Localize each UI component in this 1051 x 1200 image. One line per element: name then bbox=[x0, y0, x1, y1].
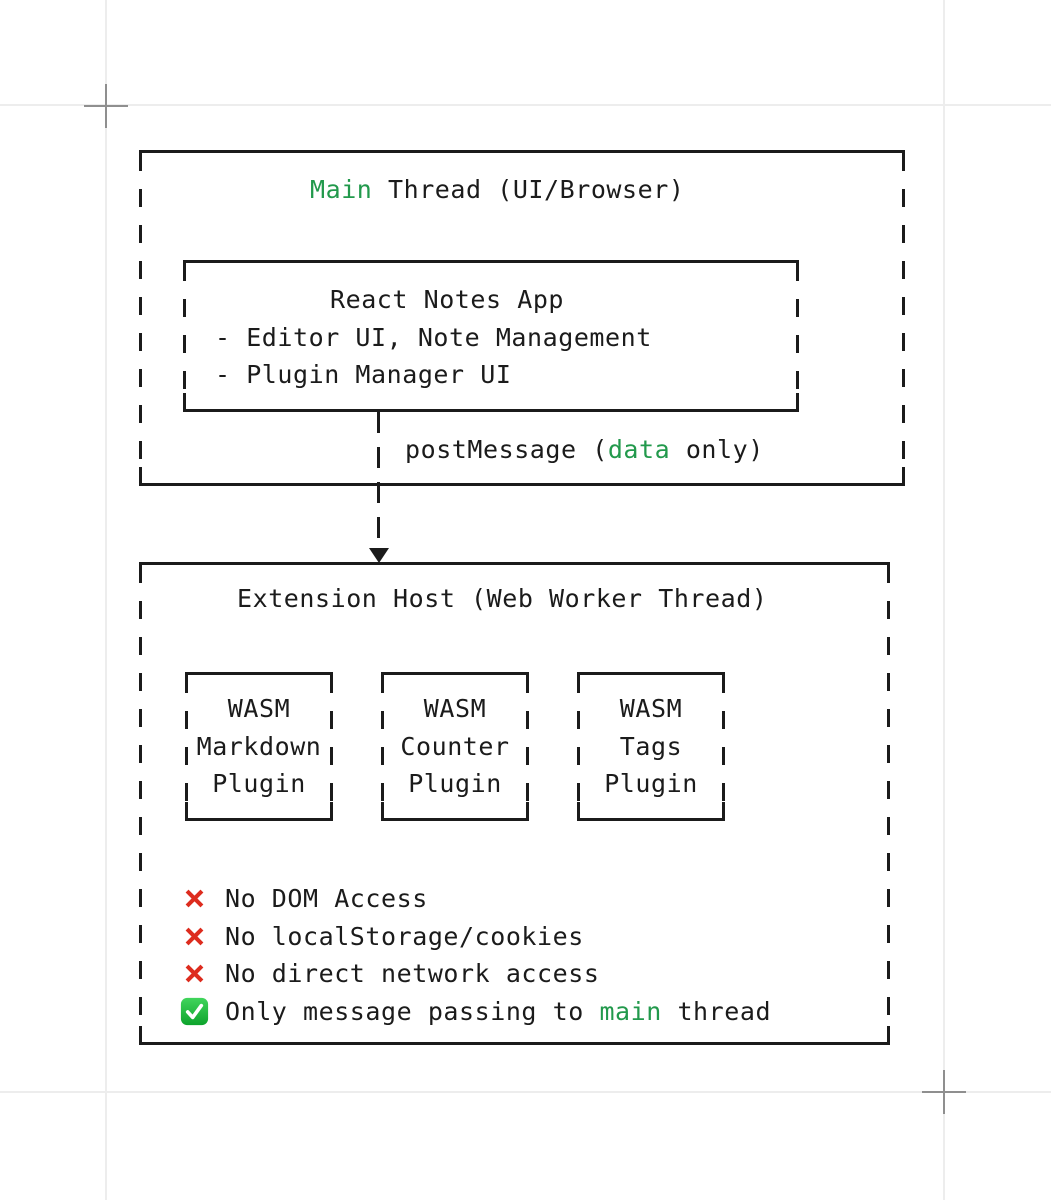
rule-text: No direct network access bbox=[225, 959, 600, 989]
corner-stub bbox=[722, 802, 725, 818]
extension-host-box bbox=[139, 562, 890, 1045]
plugin-line: Tags bbox=[619, 731, 683, 761]
main-thread-title-keyword: Main bbox=[310, 175, 373, 204]
plugin-line: Markdown bbox=[196, 731, 322, 761]
main-thread-title-rest: Thread (UI/Browser) bbox=[372, 175, 685, 204]
plugin-line: WASM bbox=[227, 694, 291, 724]
corner-stub bbox=[902, 467, 905, 483]
plugin-line: Counter bbox=[400, 731, 510, 761]
sandbox-rules-list: No DOM Access No localStorage/cookies No… bbox=[180, 880, 771, 1030]
corner-stub bbox=[796, 393, 799, 409]
corner-stub bbox=[526, 802, 529, 818]
corner-stub bbox=[577, 802, 580, 818]
plugin-line: WASM bbox=[619, 694, 683, 724]
rule-text: Only message passing to main thread bbox=[225, 997, 771, 1026]
main-thread-box bbox=[139, 150, 905, 486]
react-notes-app-box bbox=[183, 260, 799, 412]
wasm-markdown-plugin-box: WASM Markdown Plugin bbox=[185, 672, 333, 821]
rule-text-suffix: thread bbox=[661, 996, 772, 1026]
post-message-label: postMessage (data only) bbox=[405, 435, 764, 465]
wasm-tags-plugin-box: WASM Tags Plugin bbox=[577, 672, 725, 821]
corner-stub bbox=[330, 802, 333, 818]
react-app-bullet-plugin-manager: - Plugin Manager UI bbox=[215, 360, 512, 389]
post-message-label-keyword: data bbox=[607, 435, 671, 464]
check-mark-icon bbox=[180, 997, 209, 1025]
rule-text: No localStorage/cookies bbox=[225, 921, 584, 951]
rule-no-network: No direct network access bbox=[180, 955, 771, 993]
react-notes-app-title: React Notes App bbox=[330, 285, 565, 314]
vertical-guide-left bbox=[105, 0, 107, 1200]
vertical-guide-right bbox=[943, 0, 945, 1200]
wasm-counter-plugin-box: WASM Counter Plugin bbox=[381, 672, 529, 821]
corner-stub bbox=[185, 802, 188, 818]
plugin-line: Plugin bbox=[408, 769, 502, 799]
plugin-line: Plugin bbox=[604, 769, 698, 799]
corner-stub bbox=[887, 1026, 890, 1042]
cross-mark-icon bbox=[185, 964, 204, 983]
cross-mark-icon bbox=[185, 889, 204, 908]
post-message-label-suffix: only) bbox=[670, 435, 764, 464]
post-message-label-prefix: postMessage ( bbox=[405, 435, 608, 464]
rule-message-passing-only: Only message passing to main thread bbox=[180, 993, 771, 1031]
crosshair-icon bbox=[922, 1091, 966, 1093]
corner-stub bbox=[139, 1026, 142, 1042]
rule-no-dom-access: No DOM Access bbox=[180, 880, 771, 918]
rule-no-localstorage: No localStorage/cookies bbox=[180, 918, 771, 956]
crosshair-icon bbox=[84, 105, 128, 107]
cross-mark-icon bbox=[185, 927, 204, 946]
rule-text: No DOM Access bbox=[225, 884, 428, 914]
horizontal-guide-top bbox=[0, 104, 1051, 106]
plugin-line: Plugin bbox=[212, 769, 306, 799]
rule-text-prefix: Only message passing to bbox=[225, 996, 600, 1026]
corner-stub bbox=[139, 467, 142, 483]
horizontal-guide-bottom bbox=[0, 1091, 1051, 1093]
corner-stub bbox=[381, 802, 384, 818]
down-arrowhead-icon bbox=[369, 548, 389, 563]
post-message-connector-line bbox=[377, 412, 380, 550]
plugin-line: WASM bbox=[423, 694, 487, 724]
react-app-bullet-editor-ui: - Editor UI, Note Management bbox=[215, 323, 652, 352]
main-thread-title: Main Thread (UI/Browser) bbox=[310, 175, 684, 205]
extension-host-title: Extension Host (Web Worker Thread) bbox=[237, 584, 768, 613]
rule-text-keyword: main bbox=[599, 996, 662, 1026]
corner-stub bbox=[183, 393, 186, 409]
